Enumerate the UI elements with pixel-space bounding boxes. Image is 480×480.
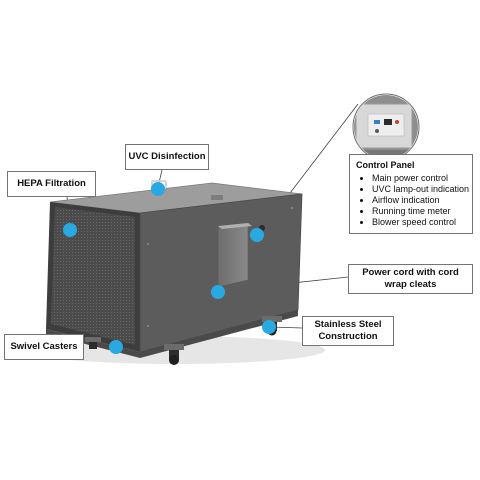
cord-wrap-lip	[218, 223, 252, 229]
caster-back-left	[85, 337, 101, 349]
callout-hepa: HEPA Filtration	[7, 171, 96, 197]
marker-stainless	[262, 320, 276, 334]
marker-control	[250, 228, 264, 242]
control-panel-list: Main power control UVC lamp-out indicati…	[356, 173, 469, 228]
callout-uvc-label: UVC Disinfection	[128, 151, 206, 162]
control-panel-inset	[352, 93, 420, 161]
top-handle-2	[211, 195, 223, 200]
cord-wrap-panel	[217, 222, 249, 288]
marker-casters	[109, 340, 123, 354]
control-panel-box: Control Panel Main power control UVC lam…	[349, 154, 473, 234]
bolt	[147, 325, 149, 327]
caster-front	[164, 344, 184, 365]
control-panel-item: Running time meter	[372, 206, 466, 217]
callout-casters: Swivel Casters	[4, 334, 84, 360]
control-panel-item: Airflow indication	[372, 195, 466, 206]
base-rail	[46, 310, 298, 358]
callout-uvc: UVC Disinfection	[125, 144, 209, 170]
hepa-filter-mesh	[51, 207, 135, 345]
callout-stainless: Stainless Steel Construction	[302, 316, 394, 346]
markers	[63, 182, 276, 354]
callout-hepa-label: HEPA Filtration	[17, 178, 86, 189]
control-panel-item: Blower speed control	[372, 217, 466, 228]
callout-stainless-label: Stainless Steel Construction	[314, 319, 382, 342]
control-panel-item: UVC lamp-out indication	[372, 184, 469, 195]
marker-uvc	[151, 182, 165, 196]
callout-power-cord-label: Power cord with cord wrap cleats	[362, 267, 459, 290]
callout-casters-label: Swivel Casters	[10, 341, 78, 352]
callout-power-cord: Power cord with cord wrap cleats	[348, 264, 473, 294]
control-panel-title: Control Panel	[356, 160, 415, 170]
control-panel-item: Main power control	[372, 173, 466, 184]
bolt	[291, 207, 293, 209]
marker-power	[211, 285, 225, 299]
bolt	[147, 243, 149, 245]
marker-hepa	[63, 223, 77, 237]
